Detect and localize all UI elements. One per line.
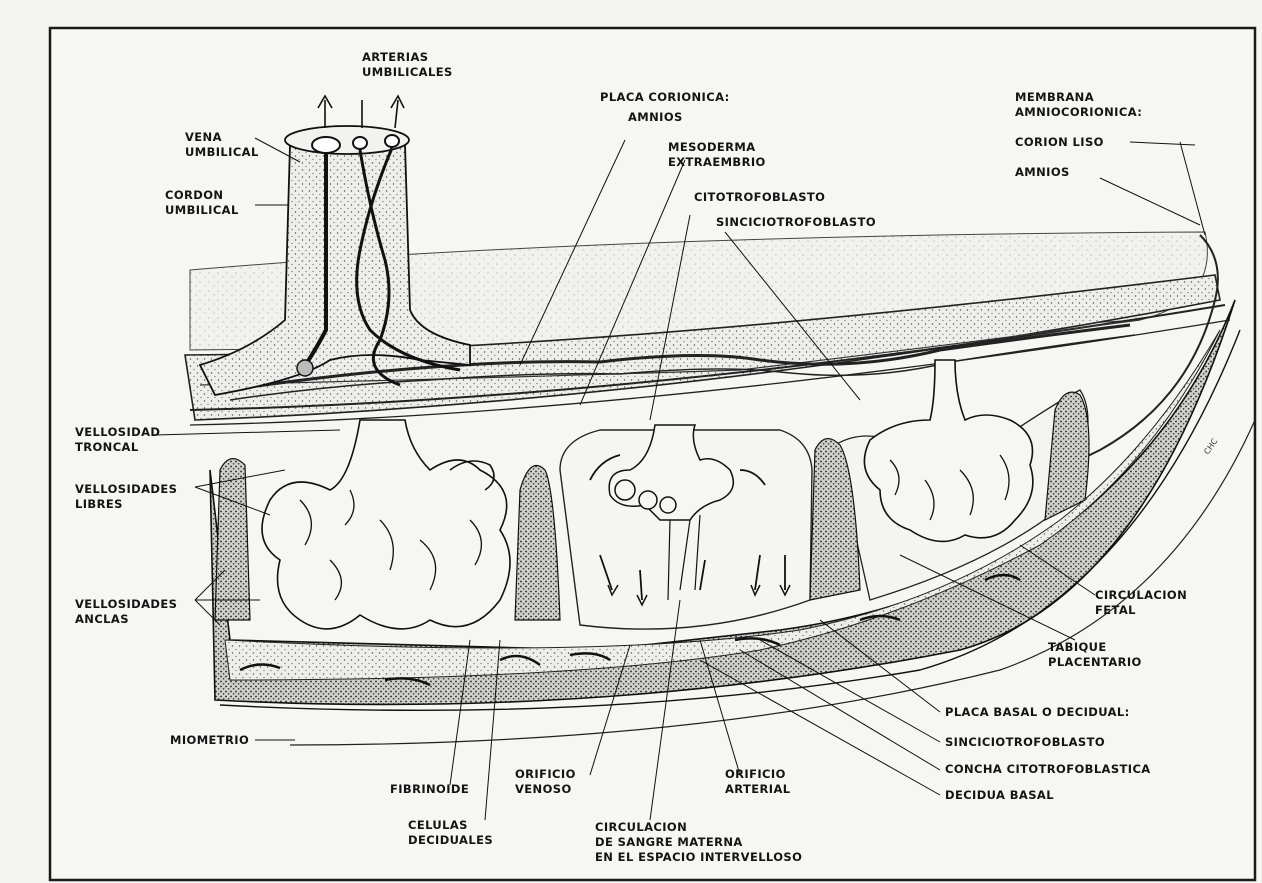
label-mesoderma: MESODERMA EXTRAEMBRIO [668,140,766,170]
label-amnios-placa: AMNIOS [628,110,683,125]
label-placa-corionica: PLACA CORIONICA: [600,90,730,105]
label-vellosidad-troncal: VELLOSIDAD TRONCAL [75,425,160,455]
label-circulacion-fetal: CIRCULACION FETAL [1095,588,1187,618]
label-amnios-membrana: AMNIOS [1015,165,1070,180]
label-vellosidades-anclas: VELLOSIDADES ANCLAS [75,597,177,627]
label-sinciciotrofoblasto-top: SINCICIOTROFOBLASTO [716,215,876,230]
label-cordon-umbilical: CORDON UMBILICAL [165,188,239,218]
label-tabique-placentario: TABIQUE PLACENTARIO [1048,640,1142,670]
label-membrana-amniocorionica: MEMBRANA AMNIOCORIONICA: [1015,90,1142,120]
label-citotrofoblasto: CITOTROFOBLASTO [694,190,825,205]
label-orificio-venoso: ORIFICIO VENOSO [515,767,576,797]
label-placa-basal: PLACA BASAL O DECIDUAL: [945,705,1130,720]
label-decidua-basal: DECIDUA BASAL [945,788,1054,803]
label-circulacion-materna: CIRCULACION DE SANGRE MATERNA EN EL ESPA… [595,820,802,865]
label-vena-umbilical: VENA UMBILICAL [185,130,259,160]
label-concha-citotrofoblastica: CONCHA CITOTROFOBLASTICA [945,762,1151,777]
label-orificio-arterial: ORIFICIO ARTERIAL [725,767,791,797]
label-corion-liso: CORION LISO [1015,135,1104,150]
label-miometrio: MIOMETRIO [170,733,249,748]
label-fibrinoide: FIBRINOIDE [390,782,469,797]
label-vellosidades-libres: VELLOSIDADES LIBRES [75,482,177,512]
label-arterias-umbilicales: ARTERIAS UMBILICALES [362,50,453,80]
label-celulas-deciduales: CELULAS DECIDUALES [408,818,493,848]
label-sinciciotrofoblasto-bottom: SINCICIOTROFOBLASTO [945,735,1105,750]
